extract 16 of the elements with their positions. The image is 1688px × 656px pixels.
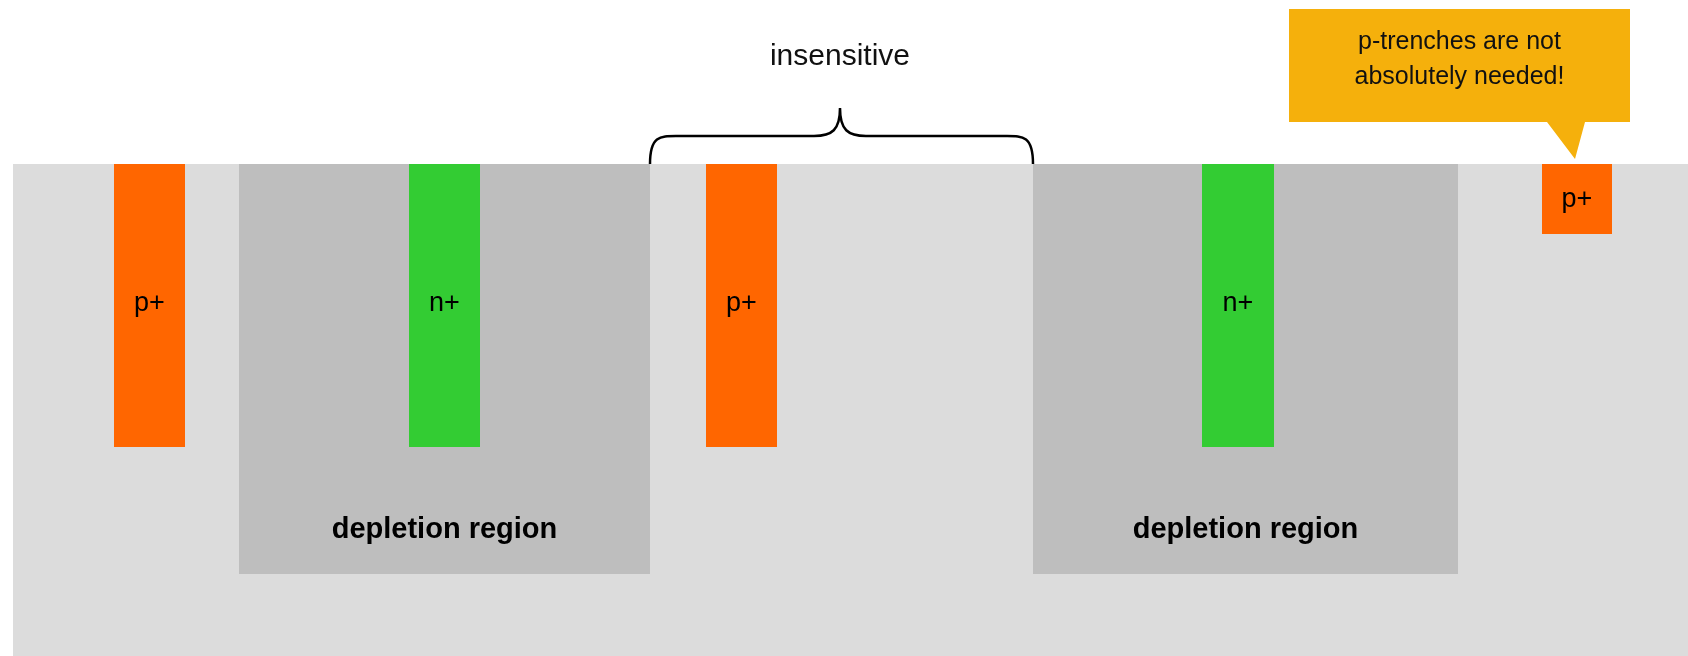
region-label: depletion region bbox=[330, 512, 559, 545]
p-plus-implant bbox=[706, 164, 777, 447]
callout-text: p-trenches are not absolutely needed! bbox=[1353, 25, 1566, 91]
implant-label: n+ bbox=[428, 287, 461, 318]
p-plus-implant bbox=[1542, 164, 1612, 234]
depletion-region bbox=[239, 164, 650, 574]
implant-label: p+ bbox=[1560, 183, 1594, 214]
implant-label: n+ bbox=[1221, 287, 1255, 318]
region-annotation: insensitive bbox=[768, 38, 912, 72]
implant-label: p+ bbox=[725, 287, 758, 318]
n-plus-implant bbox=[409, 164, 480, 447]
region-label: depletion region bbox=[1131, 512, 1360, 545]
p-plus-implant bbox=[114, 164, 185, 447]
depletion-region bbox=[1033, 164, 1458, 574]
implant-label: p+ bbox=[133, 287, 166, 318]
n-plus-implant bbox=[1202, 164, 1274, 447]
